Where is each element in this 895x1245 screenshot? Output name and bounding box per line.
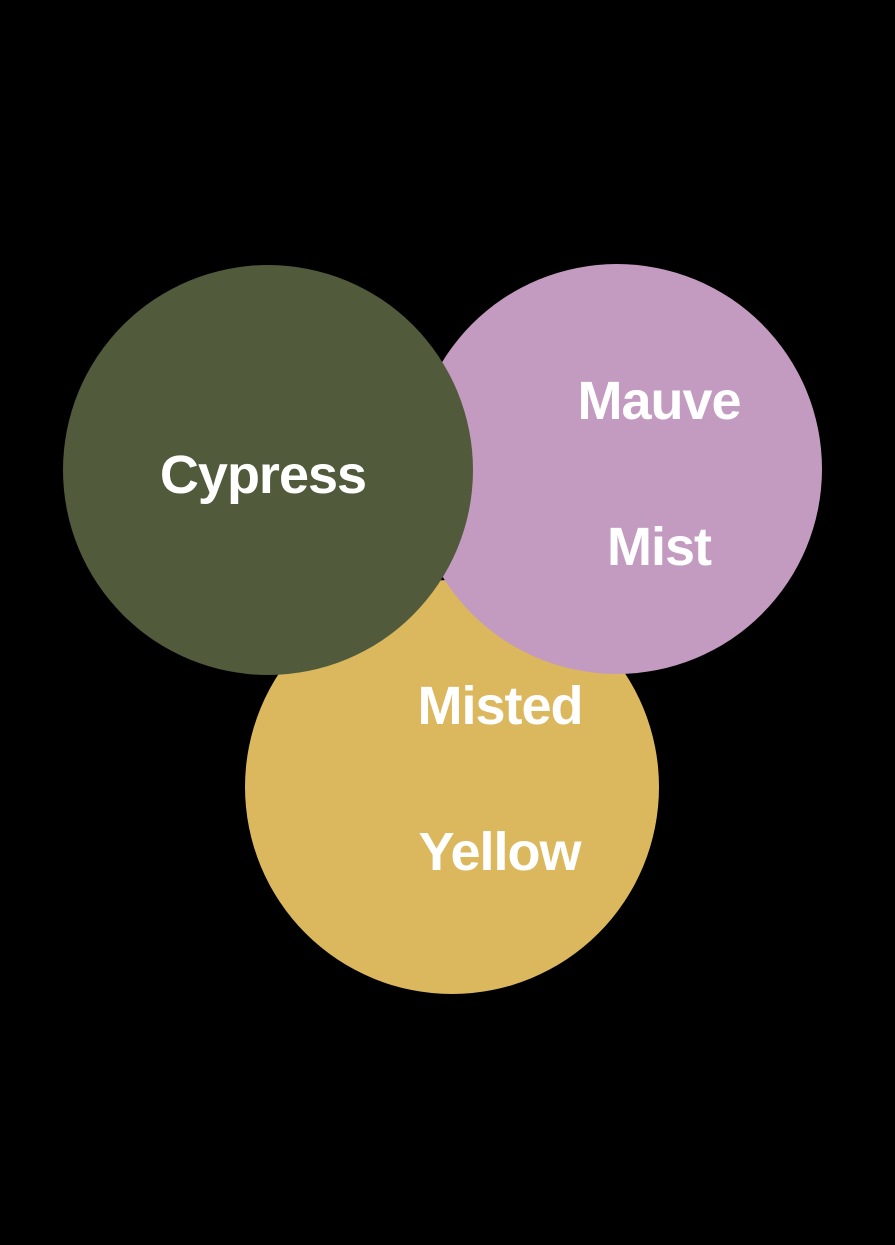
mauve-mist-label: Mauve Mist [493, 292, 741, 657]
misted-yellow-label: Misted Yellow [333, 597, 584, 962]
mauve-mist-label-line1: Mauve [577, 370, 741, 431]
cypress-circle: Cypress [63, 265, 473, 675]
misted-yellow-label-line1: Misted [417, 675, 584, 736]
mauve-mist-circle: Mauve Mist [412, 264, 822, 674]
mauve-mist-label-line2: Mist [607, 516, 712, 577]
misted-yellow-label-line2: Yellow [418, 821, 581, 882]
cypress-label: Cypress [159, 444, 367, 505]
